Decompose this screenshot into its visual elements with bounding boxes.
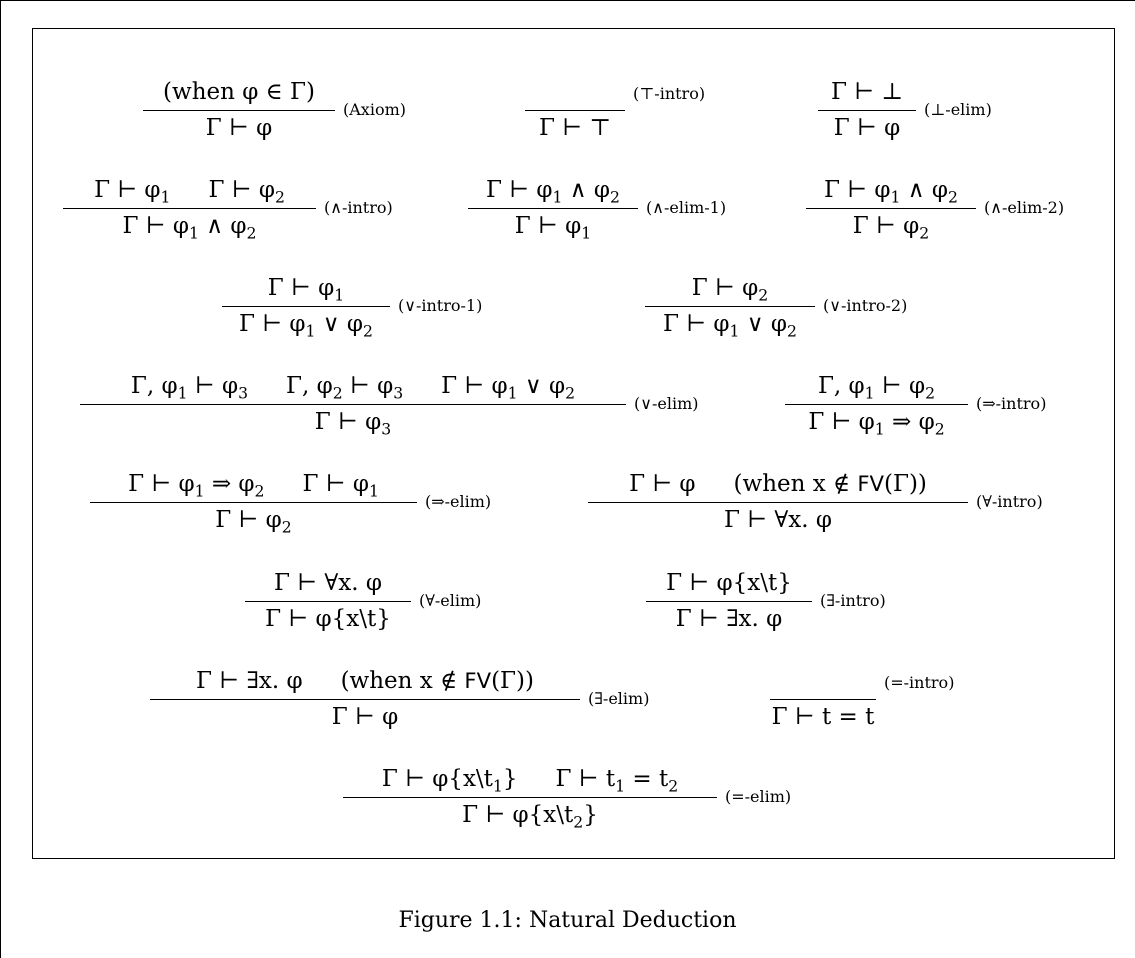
rule-premise: Γ ⊢ φ1 ∨ φ2 [441, 373, 576, 403]
rule-conclusion: Γ ⊢ φ [833, 115, 901, 141]
rule-conclusion: Γ ⊢ φ2 [852, 213, 930, 243]
rule-conclusion: Γ ⊢ φ{x\t2} [462, 802, 598, 832]
inference-bar [143, 110, 335, 111]
inference-bar [90, 502, 417, 503]
inference-bar [80, 404, 626, 405]
rule-premise: Γ ⊢ φ1 ∧ φ2 [486, 177, 620, 207]
rule-name: (∧-elim-2) [984, 198, 1065, 217]
rule-name: (⊤-intro) [633, 84, 706, 103]
inference-bar [222, 306, 390, 307]
rule-premise: Γ ⊢ φ [629, 471, 696, 497]
inference-bar [588, 502, 968, 503]
inference-bar [818, 110, 916, 111]
rule-premise: Γ, φ2 ⊢ φ3 [286, 373, 404, 403]
rule-premise: Γ ⊢ ∀x. φ [274, 570, 382, 596]
rule-conclusion: Γ ⊢ ∀x. φ [724, 507, 832, 533]
rule-premises: (when φ ∈ Γ) [143, 77, 335, 107]
rule-name: (⇒-elim) [425, 492, 492, 511]
rule-premise: Γ ⊢ φ{x\t} [666, 570, 792, 596]
rule-premise: Γ ⊢ ∃x. φ [196, 668, 303, 694]
inference-bar [806, 208, 976, 209]
rule-name: (∀-intro) [976, 492, 1043, 511]
rule-premise: Γ ⊢ φ1 ⇒ φ2 [128, 471, 265, 501]
rule-conclusion: Γ ⊢ ∃x. φ [675, 606, 783, 632]
rule-premise: Γ ⊢ t1 = t2 [555, 766, 679, 796]
rule-premises: Γ ⊢ φ{x\t} [646, 568, 812, 598]
rule-premise: Γ, φ1 ⊢ φ3 [130, 373, 249, 403]
inference-bar [343, 797, 717, 798]
rule-conclusion: Γ ⊢ φ1 ⇒ φ2 [808, 409, 945, 439]
rule-name: (=-intro) [884, 673, 955, 692]
rule-conclusion: Γ ⊢ φ1 [514, 213, 592, 243]
rule-name: (∨-intro-2) [823, 296, 908, 315]
rule-conclusion: Γ ⊢ φ1 ∨ φ2 [663, 311, 797, 341]
rule-premise: Γ ⊢ φ1 [302, 471, 379, 501]
rule-name: (∧-intro) [324, 198, 393, 217]
rule-conclusion: Γ ⊢ t = t [771, 704, 875, 730]
inference-bar [245, 601, 411, 602]
rule-premise: Γ ⊢ φ1 ∧ φ2 [824, 177, 958, 207]
rule-premise: (when x ∉ FV(Γ)) [340, 668, 534, 694]
rule-premises: Γ, φ1 ⊢ φ2 [785, 371, 968, 401]
rule-name: (⇒-intro) [976, 394, 1047, 413]
rule-premise: Γ, φ1 ⊢ φ2 [817, 373, 936, 403]
rule-premises: Γ ⊢ ∃x. φ (when x ∉ FV(Γ)) [150, 666, 580, 696]
inference-bar [646, 601, 812, 602]
inference-bar [468, 208, 638, 209]
inference-bar [525, 110, 625, 111]
rule-premise: (when φ ∈ Γ) [163, 79, 315, 105]
rule-premises: Γ ⊢ φ2 [645, 273, 815, 303]
rule-name: (∨-elim) [634, 394, 699, 413]
rule-premise: Γ ⊢ φ1 [94, 177, 171, 207]
rule-conclusion: Γ ⊢ φ3 [314, 409, 392, 439]
rule-premise: Γ ⊢ φ1 [267, 275, 345, 305]
rule-premises: Γ ⊢ φ1 ∧ φ2 [468, 175, 638, 205]
rule-premises: Γ ⊢ ⊥ [818, 77, 916, 107]
rule-premises: Γ ⊢ ∀x. φ [245, 568, 411, 598]
inference-bar [63, 208, 316, 209]
page-top-border [0, 0, 1135, 1]
rule-premises: Γ ⊢ φ (when x ∉ FV(Γ)) [588, 469, 968, 499]
figure-frame [32, 28, 1115, 859]
rule-premise: Γ ⊢ φ{x\t1} [381, 766, 518, 796]
rule-premise: Γ ⊢ φ2 [208, 177, 285, 207]
rule-premise: Γ ⊢ ⊥ [831, 79, 903, 105]
inference-bar [770, 699, 876, 700]
inference-bar [150, 699, 580, 700]
rule-name: (∃-elim) [588, 689, 650, 708]
rule-premises: Γ ⊢ φ1 ⇒ φ2 Γ ⊢ φ1 [90, 469, 417, 499]
rule-premise: (when x ∉ FV(Γ)) [733, 471, 927, 497]
rule-conclusion: Γ ⊢ ⊤ [539, 115, 611, 141]
rule-premises: Γ ⊢ φ1 Γ ⊢ φ2 [63, 175, 316, 205]
rule-premises: Γ, φ1 ⊢ φ3 Γ, φ2 ⊢ φ3 Γ ⊢ φ1 ∨ φ2 [80, 371, 626, 401]
rule-name: (Axiom) [343, 100, 406, 119]
rule-conclusion: Γ ⊢ φ [331, 704, 399, 730]
rule-conclusion: Γ ⊢ φ1 ∨ φ2 [239, 311, 373, 341]
rule-premises: Γ ⊢ φ1 ∧ φ2 [806, 175, 976, 205]
rule-name: (∀-elim) [419, 591, 482, 610]
rule-name: (∧-elim-1) [646, 198, 727, 217]
inference-bar [785, 404, 968, 405]
rule-premises: Γ ⊢ φ1 [222, 273, 390, 303]
page-left-border [0, 0, 1, 958]
rule-name: (∃-intro) [820, 591, 886, 610]
rule-conclusion: Γ ⊢ φ [205, 115, 273, 141]
rule-name: (=-elim) [725, 787, 792, 806]
figure-caption: Figure 1.1: Natural Deduction [398, 908, 737, 933]
rule-conclusion: Γ ⊢ φ{x\t} [265, 606, 391, 632]
rule-premise: Γ ⊢ φ2 [691, 275, 769, 305]
rule-premises: Γ ⊢ φ{x\t1} Γ ⊢ t1 = t2 [343, 764, 717, 794]
rule-conclusion: Γ ⊢ φ2 [215, 507, 292, 537]
rule-name: (⊥-elim) [924, 100, 992, 119]
inference-bar [645, 306, 815, 307]
rule-conclusion: Γ ⊢ φ1 ∧ φ2 [122, 213, 257, 243]
rule-name: (∨-intro-1) [398, 296, 483, 315]
